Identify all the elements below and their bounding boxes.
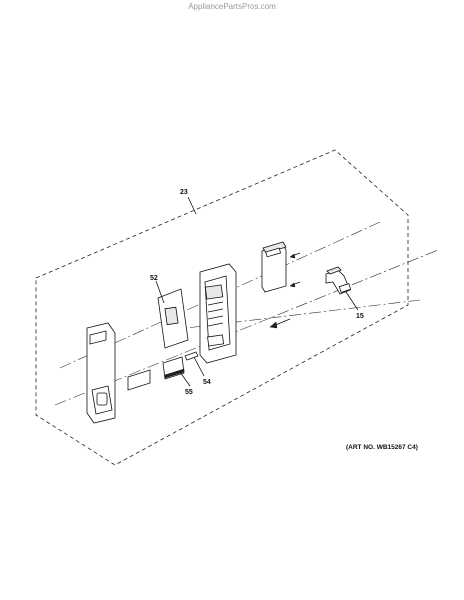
callout-55: 55 <box>185 389 193 396</box>
screw-mid <box>289 281 301 288</box>
callout-52: 52 <box>150 275 158 282</box>
callout-23: 23 <box>180 189 188 196</box>
latch-15 <box>325 266 352 295</box>
leader-55 <box>179 371 191 387</box>
leader-54 <box>193 356 205 377</box>
callout-15: 15 <box>356 313 364 320</box>
screw-top <box>289 252 301 259</box>
front-panel-label-52 <box>157 288 189 349</box>
bracket-frame <box>86 322 116 424</box>
connector-54 <box>184 351 199 361</box>
assembly-boundary <box>35 149 409 466</box>
bolt-part <box>269 318 291 329</box>
small-board-55 <box>162 356 185 380</box>
keypad-module <box>261 241 287 293</box>
watermark-text: AppliancePartsPros.com <box>188 2 276 11</box>
leader-52 <box>155 280 165 304</box>
control-panel <box>199 263 237 364</box>
window-part <box>127 369 151 391</box>
art-number: (ART NO. WB15267 C4) <box>346 444 418 451</box>
callout-54: 54 <box>203 379 211 386</box>
leader-15 <box>345 291 359 311</box>
centerline-lower <box>54 249 439 406</box>
leader-23 <box>187 196 197 215</box>
